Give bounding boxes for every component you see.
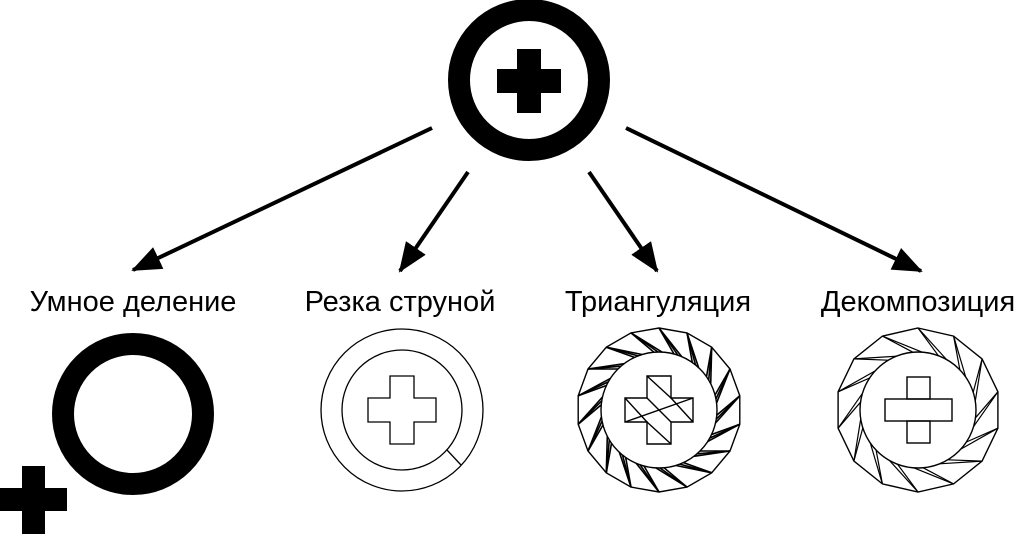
- facet-edge: [618, 452, 632, 488]
- facet-edge: [837, 392, 863, 429]
- string-cut-line: [446, 449, 462, 466]
- result-string-cut: [320, 328, 484, 492]
- string-cut-inner-circle: [341, 349, 463, 471]
- source-ring: [448, 0, 610, 161]
- facet-edge: [853, 355, 897, 360]
- facet-edge: [577, 377, 611, 397]
- separated-plus-icon: [0, 466, 67, 534]
- separated-ring: [52, 333, 214, 495]
- facet-edge: [869, 442, 883, 485]
- triangulation-inner-circle: [600, 351, 718, 469]
- facet-edge: [882, 335, 923, 353]
- source-ring-with-plus: [448, 0, 610, 161]
- facet-edge: [888, 459, 919, 493]
- arrow-to-decomposition: [625, 126, 923, 273]
- facet-edge: [707, 423, 741, 443]
- triangulation-ring: [577, 327, 741, 493]
- facet-edge: [605, 436, 609, 473]
- string-cut-plus-outline: [367, 375, 437, 445]
- facet-edge: [686, 332, 700, 368]
- facet-edge: [853, 419, 862, 462]
- facet-edge: [953, 335, 967, 378]
- facet-edge: [714, 395, 741, 424]
- string-cut-outer-circle: [320, 328, 484, 492]
- arrow-to-string-cut: [398, 170, 470, 273]
- facet-edge: [587, 362, 625, 370]
- facet-edge: [693, 450, 731, 458]
- facet-edge: [655, 467, 688, 488]
- facet-edge: [960, 427, 999, 450]
- result-decomposition: [837, 327, 999, 493]
- arrows: [131, 126, 923, 273]
- facet-edge: [917, 327, 948, 361]
- facet-edge: [709, 347, 713, 384]
- label-smart-division: Умное деление: [30, 286, 237, 318]
- facet-edge: [837, 370, 876, 393]
- result-smart-division: [0, 333, 214, 534]
- facet-edge: [939, 460, 983, 465]
- triangulated-plus: [624, 375, 694, 445]
- source-plus-icon: [497, 49, 561, 113]
- facet-edge: [973, 391, 999, 428]
- result-triangulation: [577, 327, 741, 493]
- facet-edge: [913, 467, 954, 485]
- facet-edge: [974, 358, 983, 401]
- label-triangulation: Триангуляция: [565, 286, 751, 318]
- label-string-cut: Резка струной: [305, 286, 496, 318]
- decomposition-ring: [837, 327, 999, 493]
- decomposition-inner-circle: [859, 351, 977, 469]
- label-decomposition: Декомпозиция: [821, 286, 1015, 318]
- facet-edge: [715, 368, 731, 404]
- facet-edge: [606, 346, 643, 356]
- facet-edge: [630, 332, 663, 353]
- facet-edge: [675, 464, 712, 474]
- facet-edge: [658, 327, 683, 358]
- arrow-to-smart-division: [131, 126, 433, 272]
- facet-edge: [587, 416, 603, 452]
- facet-edge: [635, 462, 660, 493]
- decomposed-plus: [884, 376, 953, 444]
- facet-edge: [577, 396, 604, 425]
- arrow-to-triangulation: [587, 170, 659, 273]
